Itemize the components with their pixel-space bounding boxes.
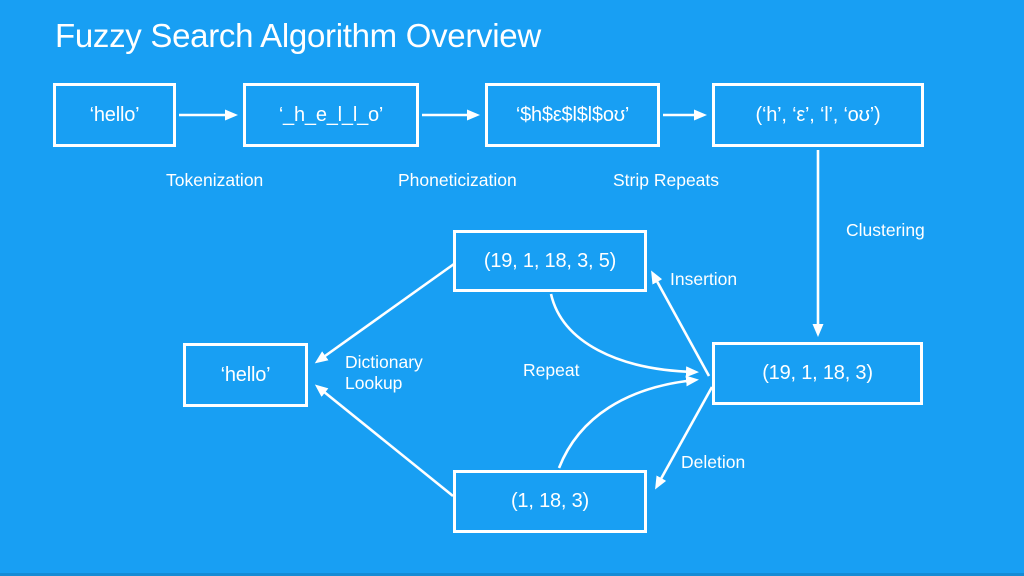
- edge-repeat-arrow-from-deletion: [557, 375, 699, 469]
- edge-deletion-arrow: [655, 386, 714, 490]
- node-input-hello: ‘hello’: [53, 83, 176, 147]
- edge-label-insertion: Insertion: [670, 269, 738, 289]
- node-phoneticized: ‘$h$ε$l$l$oʊ’: [485, 83, 660, 147]
- edge-label-tokenization: Tokenization: [166, 170, 264, 190]
- edge-repeat-arrow-from-insertion: [549, 293, 699, 378]
- slide-bottom-edge: [0, 573, 1024, 576]
- node-cluster-insertion: (19, 1, 18, 3, 5): [453, 230, 647, 292]
- node-cluster-deletion: (1, 18, 3): [453, 470, 647, 533]
- node-phoneme-tuple: (‘h’, ‘ε’, ‘l’, ‘oʊ’): [712, 83, 924, 147]
- edge-dictionary-lookup-arrow-lower: [314, 384, 454, 498]
- node-tokenized: ‘_h_e_l_l_o’: [243, 83, 419, 147]
- edge-label-phoneticization: Phoneticization: [398, 170, 517, 190]
- edge-label-deletion: Deletion: [681, 452, 746, 472]
- node-cluster-codes: (19, 1, 18, 3): [712, 342, 923, 405]
- edge-label-strip-repeats: Strip Repeats: [613, 170, 720, 190]
- edge-label-dictionary-lookup: Dictionary Lookup: [345, 352, 423, 393]
- edge-label-repeat: Repeat: [523, 360, 580, 380]
- node-result-hello: ‘hello’: [183, 343, 308, 407]
- slide-title: Fuzzy Search Algorithm Overview: [55, 17, 541, 54]
- edge-dictionary-lookup-arrow-upper: [314, 262, 455, 364]
- edge-insertion-arrow: [651, 270, 711, 377]
- edge-label-clustering: Clustering: [846, 220, 925, 240]
